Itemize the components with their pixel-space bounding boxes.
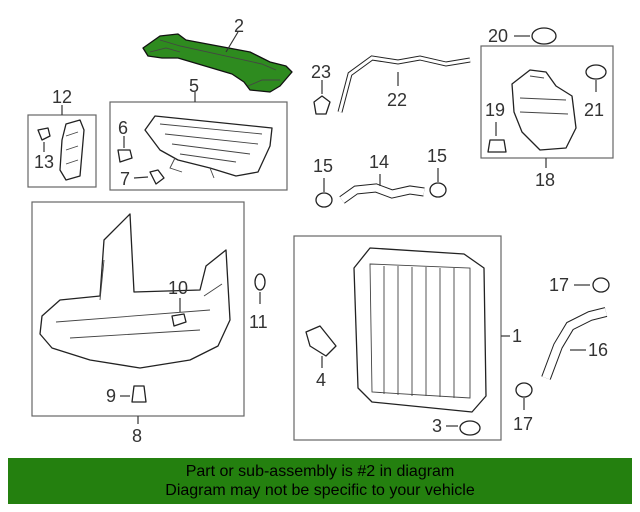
callout-9: 9 [106,386,116,406]
callout-5: 5 [189,76,199,96]
part-15-clamp-left[interactable] [315,192,333,208]
box-1 [293,235,502,441]
part-3-mount[interactable] [459,420,481,436]
part-5-air-baffle[interactable] [144,115,273,179]
part-16-hose[interactable] [541,307,608,380]
part-8-splash-shield[interactable] [39,213,231,369]
part-15-clamp-right[interactable] [429,182,447,198]
part-2-support-bracket[interactable] [142,33,293,93]
callout-15b: 15 [427,146,447,166]
banner-line-1: Part or sub-assembly is #2 in diagram [185,463,455,480]
callout-3: 3 [432,416,442,436]
part-9-bolt[interactable] [131,385,147,403]
callout-4: 4 [316,370,326,390]
part-18-surge-tank[interactable] [511,69,577,151]
info-banner: Part or sub-assembly is #2 in diagram Di… [8,458,632,504]
part-19-cap[interactable] [487,139,507,153]
part-14-hose[interactable] [339,183,425,204]
part-22-hose[interactable] [337,55,471,113]
leader-7 [133,176,149,179]
callout-1: 1 [512,326,522,346]
callout-7: 7 [120,169,130,189]
part-20-cap[interactable] [531,27,557,45]
part-21-cap[interactable] [585,64,607,80]
callout-15a: 15 [313,156,333,176]
callout-14: 14 [369,152,389,172]
callout-22: 22 [387,90,407,110]
part-7-bolt[interactable] [149,169,165,185]
box-18 [480,45,614,159]
part-23-clamp[interactable] [313,95,331,115]
callout-17a: 17 [549,275,569,295]
part-12-side-bracket[interactable] [59,119,85,181]
part-13-clip[interactable] [37,127,51,141]
callout-2: 2 [234,16,244,36]
callout-8: 8 [132,426,142,446]
callout-13: 13 [34,152,54,172]
part-17-clamp-top[interactable] [592,277,610,293]
callout-20: 20 [488,26,508,46]
callout-10: 10 [168,278,188,298]
callout-16: 16 [588,340,608,360]
callout-12: 12 [52,87,72,107]
part-1-radiator[interactable] [353,247,487,413]
callout-19: 19 [485,100,505,120]
callout-17b: 17 [513,414,533,434]
part-10-pin[interactable] [171,313,187,327]
part-17-clamp-bottom[interactable] [515,382,533,398]
callout-23: 23 [311,62,331,82]
part-11-grommet[interactable] [254,273,266,291]
part-6-pin[interactable] [117,149,133,163]
callout-6: 6 [118,118,128,138]
callout-21: 21 [584,100,604,120]
part-4-valve[interactable] [305,325,337,357]
callout-11: 11 [249,312,268,332]
callout-18: 18 [535,170,555,190]
box-5 [109,101,288,191]
banner-line-2: Diagram may not be specific to your vehi… [165,482,475,499]
leader-2 [225,31,239,53]
